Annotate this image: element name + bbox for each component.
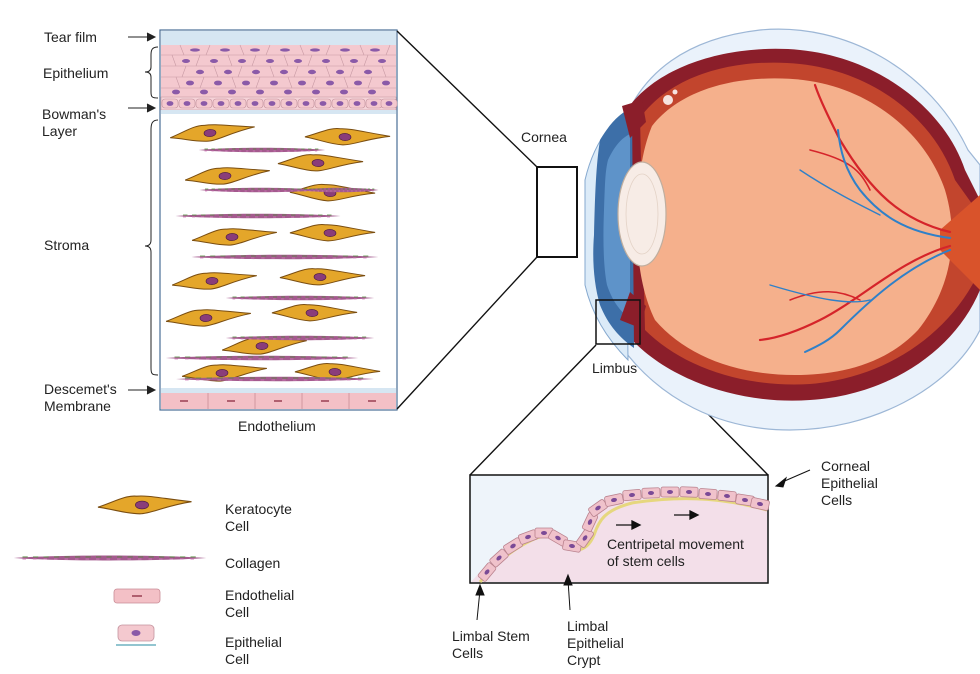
bowmans-layer-label: Bowman's Layer [42, 106, 106, 140]
endothelial-cell-icon [114, 589, 160, 603]
collagen-icon [14, 556, 207, 561]
limbus-label: Limbus [592, 360, 637, 377]
eye-illustration [585, 29, 980, 430]
cornea-label: Cornea [521, 129, 567, 146]
epithelium-layer [161, 45, 396, 97]
cornea-section-panel [160, 30, 397, 410]
basal-cells [162, 99, 397, 108]
stroma-label: Stroma [44, 237, 89, 254]
epithelium-label: Epithelium [43, 65, 108, 82]
tear-film-layer [161, 31, 396, 45]
epithelium-bracket [145, 47, 158, 98]
bowmans-layer [161, 110, 396, 114]
limbal-stem-cells-label: Limbal Stem Cells [452, 628, 530, 662]
endothelium-label: Endothelium [238, 418, 316, 435]
epithelial-cell-icon [116, 625, 156, 645]
cornea-highlight-box [537, 167, 577, 257]
lens [618, 162, 666, 266]
legend-endothelial-label: Endothelial Cell [225, 587, 294, 621]
stroma-bracket [145, 120, 158, 375]
descemets-membrane-label: Descemet's Membrane [44, 381, 117, 415]
tear-film-label: Tear film [44, 29, 97, 46]
legend-collagen-label: Collagen [225, 555, 280, 572]
legend-icons [14, 496, 207, 645]
corneal-epithelial-cells-label: Corneal Epithelial Cells [821, 458, 878, 509]
limbal-epithelial-crypt-label: Limbal Epithelial Crypt [567, 618, 624, 669]
descemets-membrane-layer [161, 388, 396, 393]
legend-epithelial-label: Epithelial Cell [225, 634, 282, 668]
panel-annotations [128, 33, 158, 394]
centripetal-movement-label: Centripetal movement of stem cells [607, 536, 744, 570]
legend-keratocyte-label: Keratocyte Cell [225, 501, 292, 535]
keratocyte-icon [98, 496, 192, 514]
